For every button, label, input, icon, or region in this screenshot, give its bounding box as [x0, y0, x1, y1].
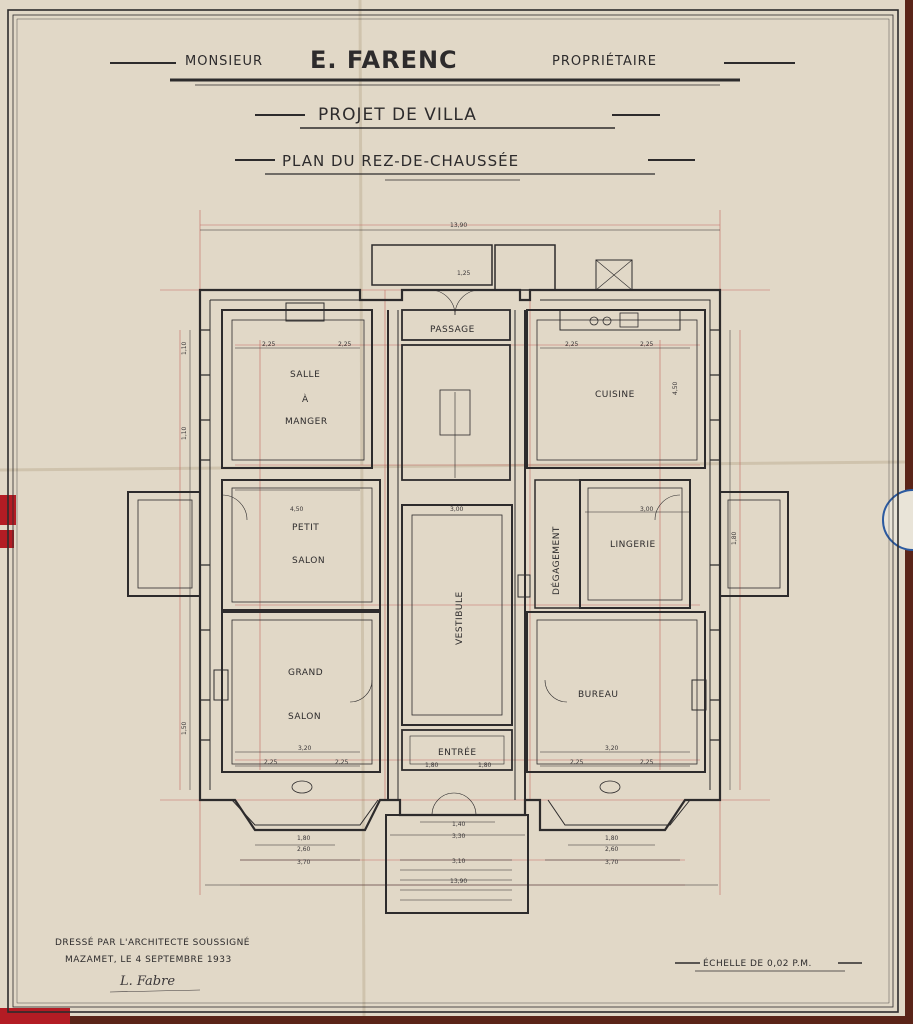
room-labels: SALLE À MANGER CUISINE PASSAGE PETIT SAL… — [285, 325, 656, 758]
dim-bureau-width: 3,20 — [605, 745, 619, 752]
dim-entree-left: 1,80 — [425, 762, 439, 769]
dim-side-180: 1,80 — [731, 531, 738, 545]
room-label-manger: MANGER — [285, 417, 328, 427]
architect-statement: DRESSÉ PAR L'ARCHITECTE SOUSSIGNÉ — [55, 936, 250, 948]
dim-entree-330: 3,30 — [452, 833, 466, 840]
dim-side-150: 1,50 — [181, 721, 188, 735]
project-title: PROJET DE VILLA — [318, 105, 477, 125]
room-label-bureau: BUREAU — [578, 690, 618, 700]
dim-stair-width: 1,25 — [457, 270, 471, 277]
dim-stair-310: 3,10 — [452, 858, 466, 865]
plan-title: PLAN DU REZ-DE-CHAUSSÉE — [282, 151, 519, 170]
frame-border — [7, 9, 899, 1013]
room-label-vestibule: VESTIBULE — [455, 591, 465, 645]
dim-vest-width: 3,00 — [450, 506, 464, 513]
dim-grand-left: 2,25 — [264, 759, 278, 766]
dim-cuisine-450: 4,50 — [672, 381, 679, 395]
dim-bureau-right: 2,25 — [640, 759, 654, 766]
room-label-passage: PASSAGE — [430, 325, 475, 335]
dim-bay-left-180: 1,80 — [297, 835, 311, 842]
dim-bay-left-260: 2,60 — [297, 846, 311, 853]
scale-label: ÉCHELLE DE 0,02 P.M. — [703, 957, 812, 969]
dim-bay-right-260: 2,60 — [605, 846, 619, 853]
dim-grand-width: 3,20 — [298, 745, 312, 752]
room-label-petit: PETIT — [292, 523, 319, 533]
dim-petit-width: 4,50 — [290, 506, 304, 513]
dim-cuisine-left: 2,25 — [565, 341, 579, 348]
room-label-grand-salon: SALON — [288, 712, 321, 722]
dimension-lines — [189, 229, 731, 886]
room-label-entree: ENTRÉE — [438, 746, 477, 758]
dim-grand-right: 2,25 — [335, 759, 349, 766]
room-label-degagement: DÉGAGEMENT — [550, 526, 562, 595]
dim-bureau-left: 2,25 — [570, 759, 584, 766]
dim-side-110-a: 1,10 — [181, 341, 188, 355]
floor-plan — [127, 244, 789, 914]
dim-side-110-b: 1,10 — [181, 426, 188, 440]
place-date: MAZAMET, LE 4 SEPTEMBRE 1933 — [65, 955, 232, 965]
dim-salle-right: 2,25 — [338, 341, 352, 348]
dimension-labels: 13,90 1,25 2,25 2,25 2,25 2,25 4,50 3,00… — [181, 222, 738, 885]
dim-entree-140: 1,40 — [452, 821, 466, 828]
owner-label-right: PROPRIÉTAIRE — [552, 53, 657, 69]
dim-salle-left: 2,25 — [262, 341, 276, 348]
dim-top-total: 13,90 — [450, 222, 467, 229]
room-label-grand: GRAND — [288, 668, 323, 678]
title-block: MONSIEUR E. FARENC PROPRIÉTAIRE PROJET D… — [110, 46, 795, 181]
dim-lingerie-width: 3,00 — [640, 506, 654, 513]
room-label-petit-salon: SALON — [292, 556, 325, 566]
dim-cuisine-right: 2,25 — [640, 341, 654, 348]
dim-bay-right-180: 1,80 — [605, 835, 619, 842]
room-label-lingerie: LINGERIE — [610, 540, 656, 550]
dim-entree-right: 1,80 — [478, 762, 492, 769]
architect-signature: L. Fabre — [119, 974, 175, 989]
footer: DRESSÉ PAR L'ARCHITECTE SOUSSIGNÉ MAZAME… — [55, 936, 862, 993]
dim-bottom-total: 13,90 — [450, 878, 467, 885]
owner-label-left: MONSIEUR — [185, 54, 263, 69]
dim-bay-right-370: 3,70 — [605, 859, 619, 866]
room-label-cuisine: CUISINE — [595, 390, 635, 400]
owner-name: E. FARENC — [310, 46, 458, 74]
room-label-salle: SALLE — [290, 370, 320, 380]
dim-bay-left-370: 3,70 — [297, 859, 311, 866]
room-label-salle-a: À — [302, 393, 309, 405]
